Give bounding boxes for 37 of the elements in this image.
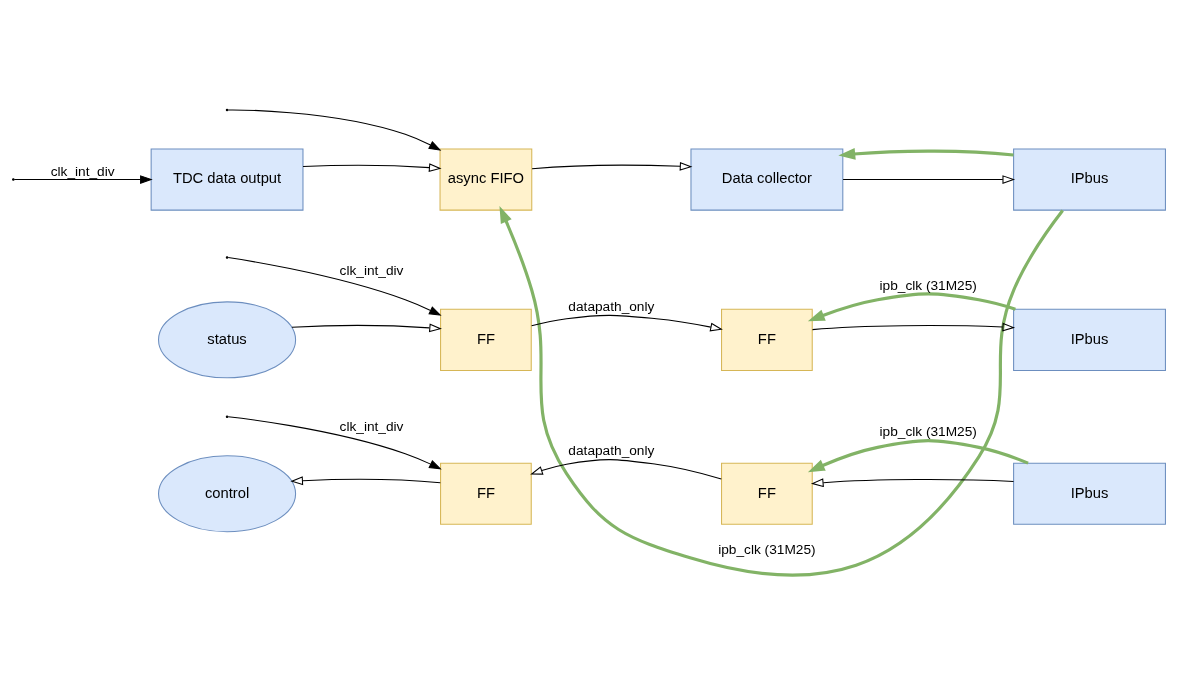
arrow — [810, 477, 1015, 487]
arrow — [227, 108, 442, 151]
node-box: TDC data output — [150, 147, 304, 211]
arrow — [531, 314, 723, 331]
edge-label: ipb_clk (31M25) — [879, 277, 977, 293]
node-ellipse: control — [158, 454, 297, 532]
node-box: FF — [721, 308, 813, 371]
arrow — [807, 438, 1029, 472]
edge-label: clk_int_div — [339, 418, 404, 434]
node-box: FF — [440, 462, 532, 525]
edge-label: ipb_clk (31M25) — [718, 541, 816, 557]
arrow — [302, 162, 442, 172]
edge-label: ipb_clk (31M25) — [879, 423, 977, 439]
edge-label: clk_int_div — [50, 163, 115, 179]
arrow — [499, 205, 1064, 577]
node-box: FF — [440, 308, 532, 371]
node-box: IPbus — [1013, 147, 1166, 211]
arrow — [291, 322, 442, 332]
arrow — [812, 322, 1016, 331]
arrow — [227, 256, 442, 316]
arrow — [530, 458, 722, 479]
node-box: IPbus — [1013, 462, 1166, 525]
arrow — [531, 161, 693, 171]
node-box: async FIFO — [439, 147, 533, 211]
arrow — [290, 475, 441, 485]
arrow — [13, 174, 153, 184]
node-box: Data collector — [690, 147, 844, 211]
arrow — [807, 291, 1016, 321]
edge-label: clk_int_div — [339, 262, 404, 278]
edge-label: datapath_only — [568, 298, 655, 314]
arrow — [838, 147, 1014, 160]
arrow — [227, 415, 442, 469]
node-ellipse: status — [158, 300, 297, 378]
node-box: FF — [721, 462, 813, 525]
arrow — [842, 174, 1016, 184]
edge-label: datapath_only — [568, 442, 655, 458]
node-box: IPbus — [1013, 308, 1166, 371]
